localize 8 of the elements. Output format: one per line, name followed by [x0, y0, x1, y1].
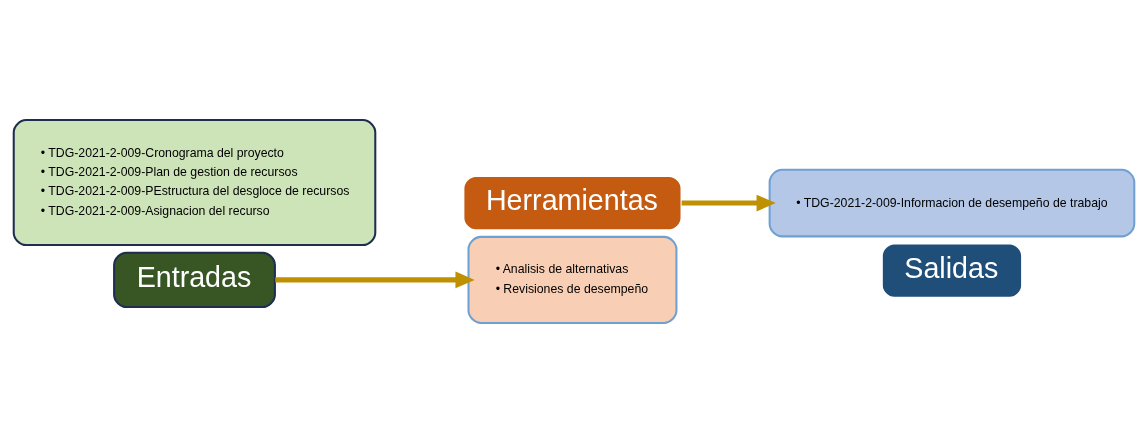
node-box: • Analisis de alternativas • Revisiones de desempeño [467, 235, 678, 324]
node-box: • TDG-2021-2-009-Cronograma del proyecto • TDG-2021-2-009-Plan de gestion de recursos • TDG-2021-2-009-PEstructura del desgloce de recursos • TDG-2021-2-009-Asignacion del recurso [12, 118, 377, 246]
node-box: • TDG-2021-2-009-Informacion de desempeño de trabajo [768, 168, 1136, 237]
node-box: Herramientas [462, 174, 683, 231]
arrow [681, 194, 776, 211]
node-box: Entradas [113, 251, 276, 308]
node-box: Salidas [880, 242, 1024, 299]
arrow [275, 271, 475, 288]
